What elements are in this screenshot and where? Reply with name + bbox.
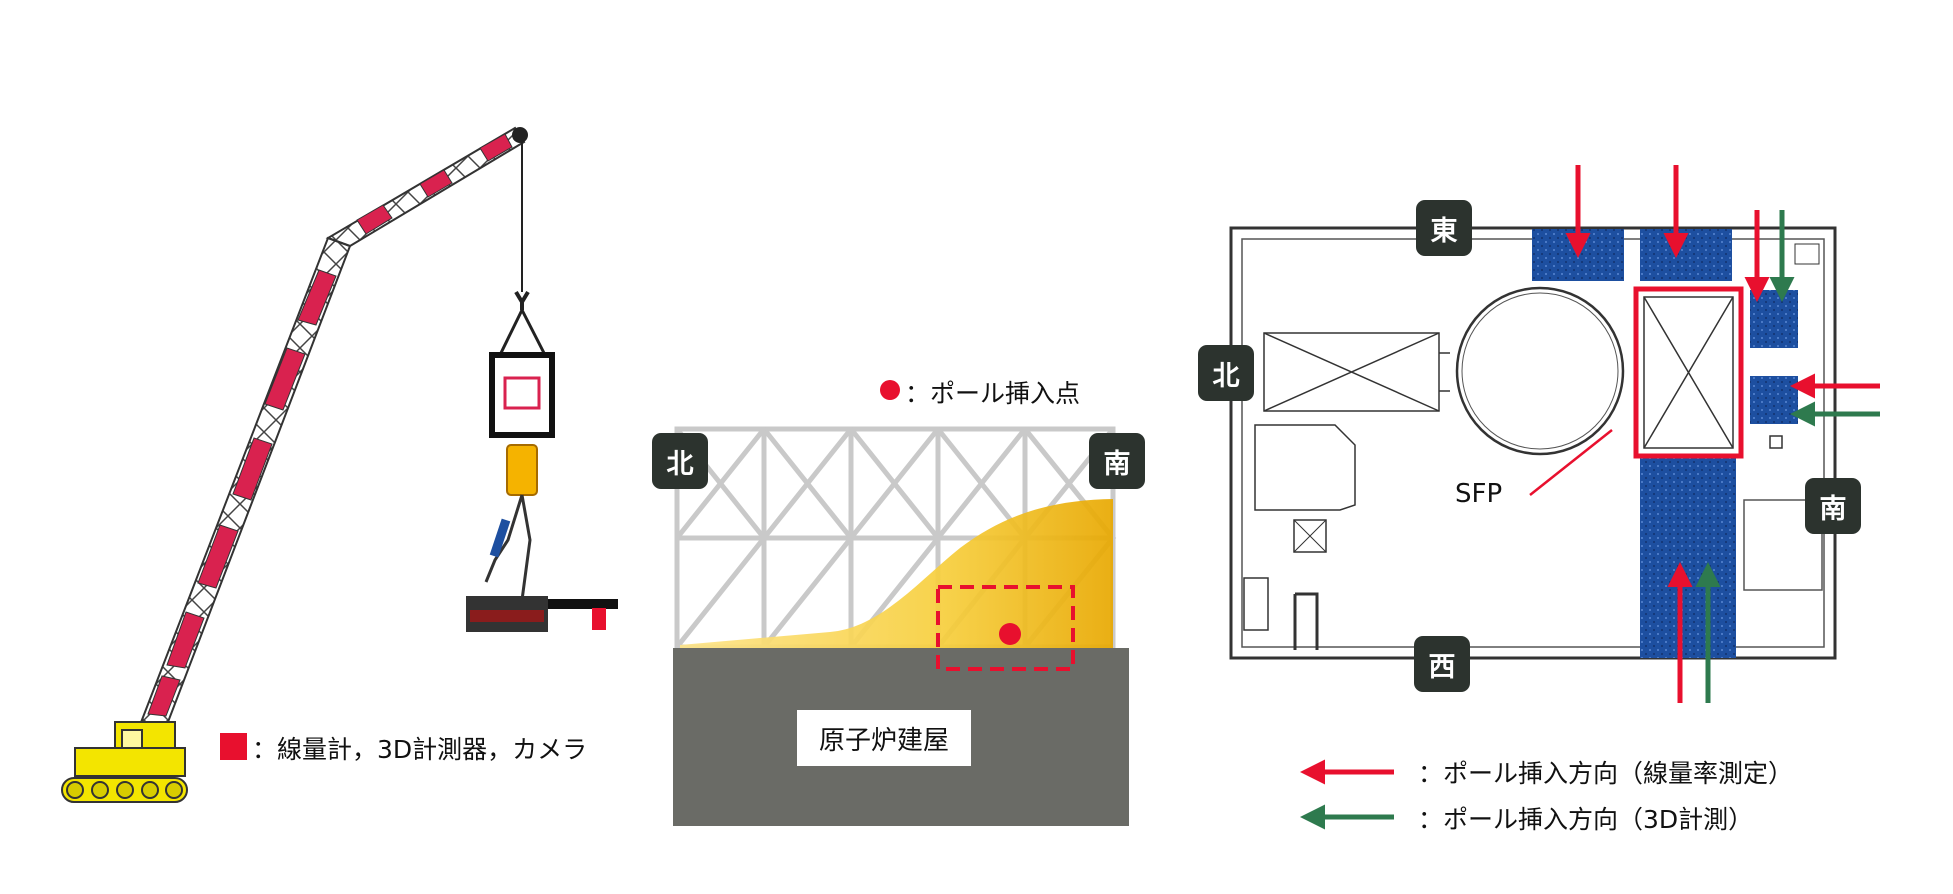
plan-north-badge: 北	[1198, 345, 1254, 401]
plan-south-blue-strip	[1640, 452, 1736, 658]
section-south-badge: 南	[1089, 433, 1145, 489]
crane-legend-text: ：線量計，3D計測器，カメラ	[252, 735, 588, 764]
crane-vehicle	[61, 721, 188, 803]
legend-green-text: ：ポール挿入方向（3D計測）	[1418, 805, 1754, 834]
crane-tool	[484, 494, 532, 601]
sfp-pointer	[1529, 429, 1613, 496]
reactor-building-label: 原子炉建屋	[797, 710, 971, 766]
insertion-zone	[936, 585, 1075, 671]
plan-east-badge: 東	[1416, 200, 1472, 256]
plan-room	[1254, 424, 1356, 511]
floor-plan	[1229, 226, 1837, 660]
sfp-label: SFP	[1455, 479, 1503, 509]
crane-frame	[489, 352, 555, 438]
insertion-point-legend-text: ：ポール挿入点	[905, 379, 1081, 408]
crane-sensor-marker	[592, 608, 606, 630]
crane-arm	[548, 599, 618, 609]
legend-red-text: ：ポール挿入方向（線量率測定）	[1418, 759, 1794, 788]
plan-arrows	[1300, 165, 1880, 830]
section-north-badge: 北	[652, 433, 708, 489]
plan-east-blue-2	[1640, 229, 1732, 281]
plan-right-blue-2	[1750, 376, 1798, 424]
crane-hook	[514, 290, 530, 310]
crane-boom-red-segments	[147, 133, 513, 717]
insertion-point-legend	[880, 380, 900, 400]
rubble-fill	[680, 499, 1113, 648]
plan-reactor-circle	[1455, 286, 1625, 456]
crane-illustration	[61, 126, 618, 803]
crane-yellow-unit	[506, 444, 538, 496]
insertion-point	[999, 623, 1021, 645]
plan-south-badge: 南	[1805, 478, 1861, 534]
plan-right-blue-1	[1750, 290, 1798, 348]
crane-boom-tip	[512, 127, 528, 143]
crane-legend-marker	[220, 733, 247, 760]
plan-west-badge: 西	[1414, 636, 1470, 692]
